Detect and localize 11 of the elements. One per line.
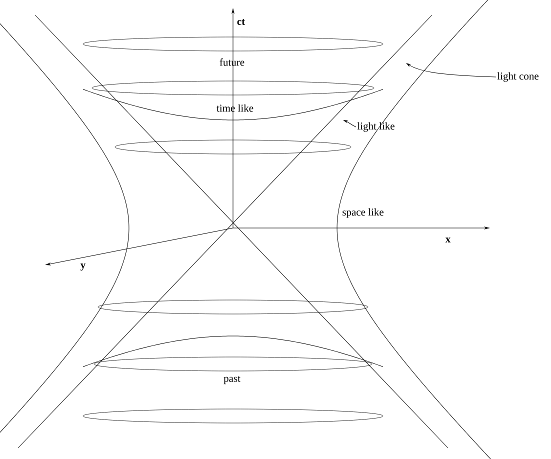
region-label: space like	[342, 208, 384, 218]
region-label: time like	[216, 104, 254, 112]
axis-label: x	[445, 238, 451, 242]
leader-line	[344, 120, 356, 128]
annotation-label: light like	[357, 122, 394, 132]
annotation-label: light cone	[497, 72, 538, 82]
leader-line	[406, 63, 496, 78]
region-label: future	[220, 58, 244, 66]
region-label: past	[224, 376, 240, 384]
axis-label: ct	[237, 19, 246, 26]
axis-label: y	[80, 263, 86, 271]
